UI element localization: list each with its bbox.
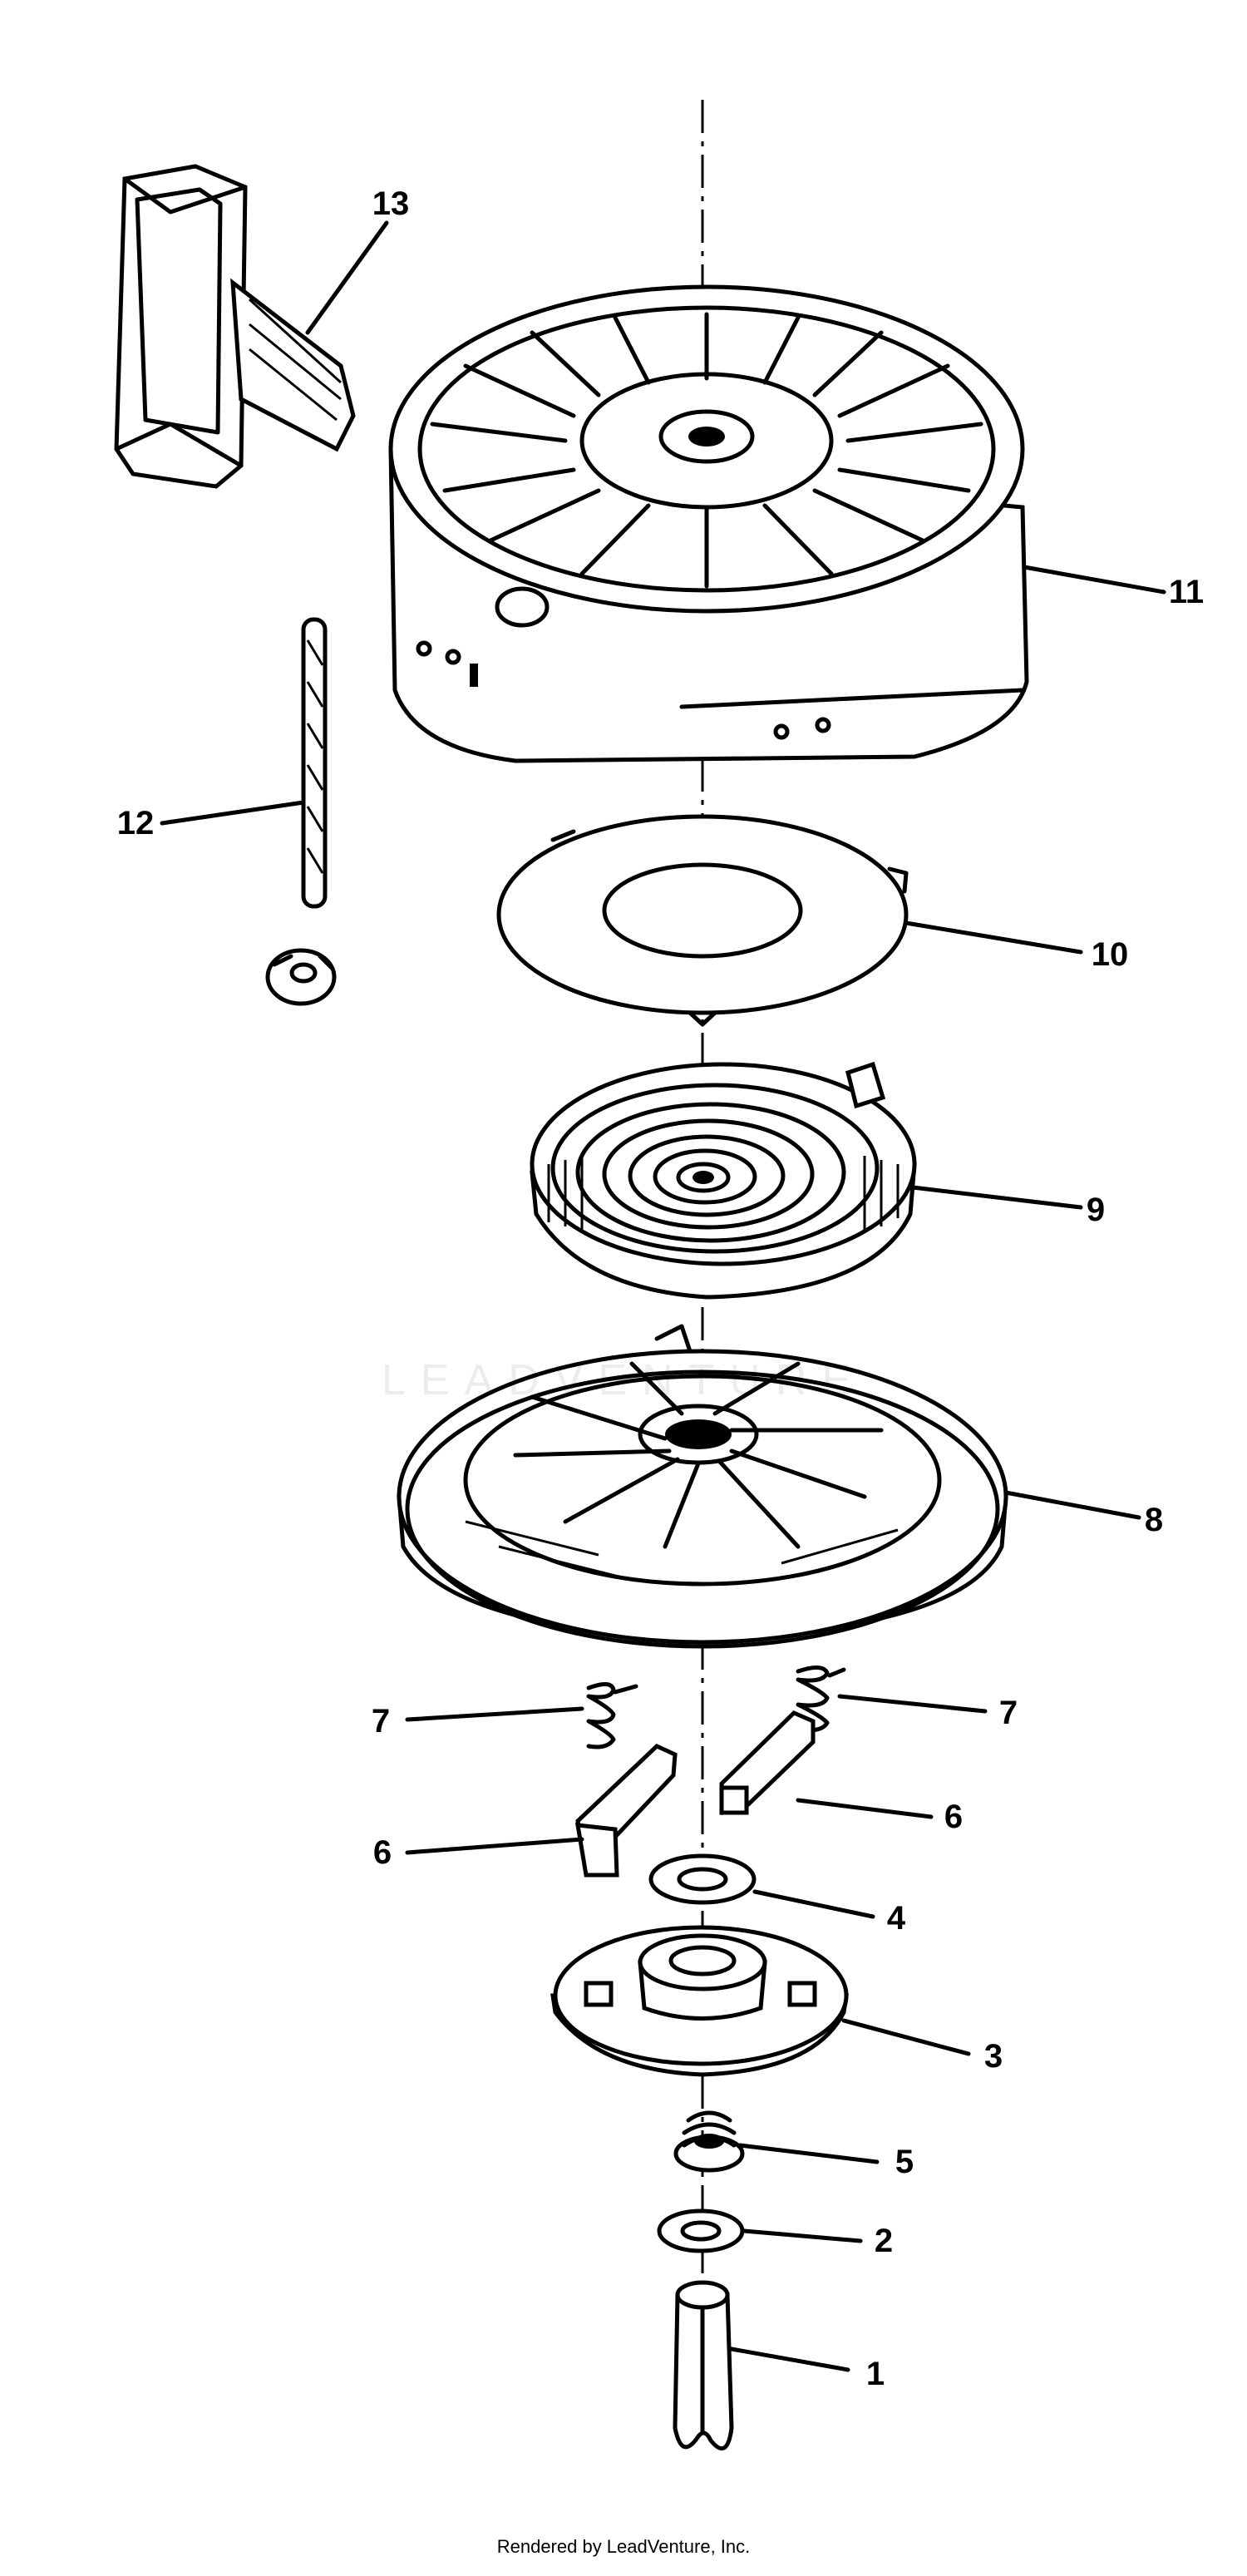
housing-fins bbox=[430, 312, 983, 589]
part-9-spring bbox=[530, 1061, 917, 1300]
leader-12 bbox=[160, 800, 306, 826]
rope-clip bbox=[265, 948, 337, 1006]
part-2-washer bbox=[657, 2208, 745, 2253]
watermark: LEADVENTURE bbox=[381, 1356, 866, 1404]
leader-4 bbox=[752, 1889, 875, 1919]
callout-8: 8 bbox=[1144, 1502, 1164, 1538]
leader-7a bbox=[405, 1706, 584, 1722]
part-10-plate bbox=[496, 814, 909, 1027]
callout-4: 4 bbox=[886, 1900, 906, 1937]
leader-5 bbox=[737, 2143, 880, 2164]
part-3-retainer bbox=[550, 1925, 849, 2077]
callout-5: 5 bbox=[895, 2144, 914, 2180]
callout-1: 1 bbox=[865, 2356, 885, 2392]
callout-13: 13 bbox=[372, 185, 410, 222]
part-13-handle bbox=[114, 164, 356, 489]
leader-6a bbox=[405, 1837, 584, 1855]
leader-11 bbox=[1022, 565, 1166, 595]
part-8-pulley bbox=[397, 1324, 1008, 1649]
callout-6b: 6 bbox=[944, 1799, 964, 1835]
leader-13 bbox=[305, 220, 389, 335]
callout-12: 12 bbox=[116, 805, 155, 841]
leader-lines bbox=[160, 220, 1166, 2372]
leader-9 bbox=[910, 1185, 1083, 1210]
callout-10: 10 bbox=[1091, 936, 1129, 973]
part-5-spring bbox=[673, 2110, 745, 2173]
leader-1 bbox=[729, 2347, 850, 2372]
part-7a-spring bbox=[586, 1682, 638, 1749]
part-11-housing bbox=[388, 284, 1029, 763]
callout-3: 3 bbox=[983, 2038, 1003, 2075]
leader-8 bbox=[1003, 1490, 1141, 1520]
part-7b-spring bbox=[796, 1666, 846, 1733]
render-credit: Rendered by LeadVenture, Inc. bbox=[496, 2536, 751, 2557]
callout-7b: 7 bbox=[998, 1695, 1018, 1731]
leader-2 bbox=[742, 2228, 863, 2243]
part-1-pin bbox=[673, 2280, 734, 2451]
leader-7b bbox=[837, 1694, 988, 1714]
part-12-rope bbox=[301, 617, 328, 909]
part-6b-pawl bbox=[719, 1710, 816, 1816]
pulley-spokes bbox=[513, 1361, 884, 1549]
callout-11: 11 bbox=[1168, 574, 1205, 610]
part-6a-pawl bbox=[574, 1744, 678, 1878]
leader-6b bbox=[796, 1798, 934, 1819]
callout-9: 9 bbox=[1086, 1192, 1106, 1228]
callout-7a: 7 bbox=[371, 1703, 391, 1740]
leader-10 bbox=[904, 920, 1083, 955]
part-4-washer bbox=[648, 1853, 757, 1905]
leader-3 bbox=[841, 2018, 971, 2056]
callout-6a: 6 bbox=[372, 1834, 392, 1871]
callout-2: 2 bbox=[874, 2223, 894, 2259]
